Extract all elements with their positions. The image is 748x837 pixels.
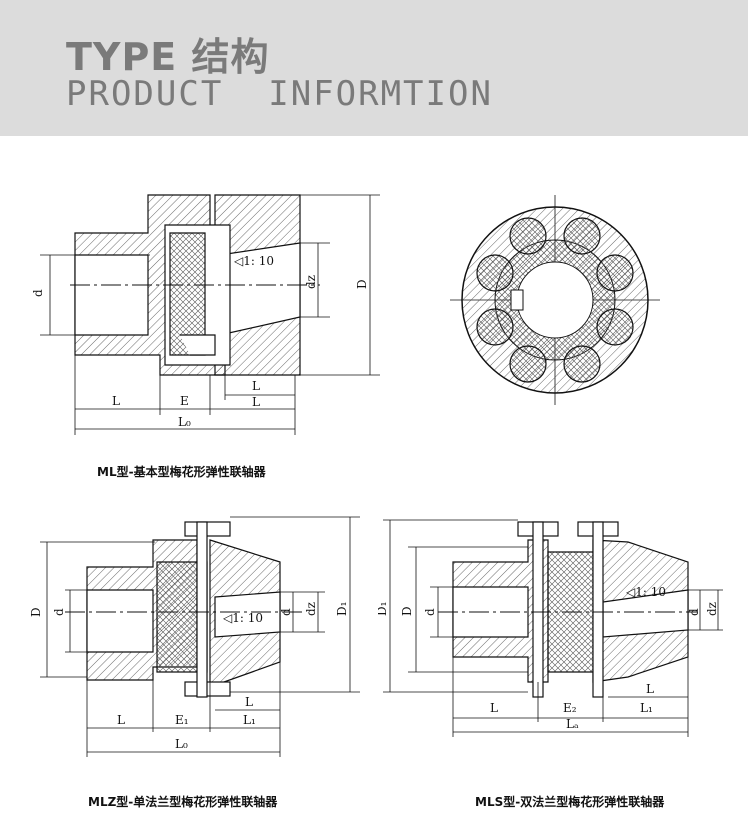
ml-caption: ML型-基本型梅花形弹性联轴器 xyxy=(97,465,266,479)
mls-caption: MLS型-双法兰型梅花形弹性联轴器 xyxy=(475,795,665,809)
mlz-label-D1: D₁ xyxy=(335,602,349,616)
header-banner: TYPE 结构 PRODUCT INFORMTION xyxy=(0,0,748,136)
ml-label-dz: dz xyxy=(304,275,318,289)
ml-label-L-left: L xyxy=(112,394,120,408)
mlz-label-taper: ◁1: 10 xyxy=(222,611,263,625)
mlz-label-d-right: d xyxy=(279,608,293,616)
mlz-caption: MLZ型-单法兰型梅花形弹性联轴器 xyxy=(88,795,278,809)
ml-label-taper: ◁1: 10 xyxy=(233,254,274,268)
mls-label-L-right: L xyxy=(646,682,654,696)
mls-label-D1: D₁ xyxy=(378,602,389,616)
mls-label-La: Lₐ xyxy=(566,717,579,731)
mls-label-L1: L₁ xyxy=(640,701,653,715)
mls-coupling-diagram: D₁ D d d dz ◁1: 10 L E₂ L₁ L Lₐ xyxy=(378,519,723,737)
mlz-label-L-top: L xyxy=(245,695,253,709)
page-subtitle: PRODUCT INFORMTION xyxy=(66,74,493,114)
mls-label-d: d xyxy=(423,608,437,616)
mls-label-E2: E₂ xyxy=(563,701,577,715)
mlz-label-d: d xyxy=(52,608,66,616)
ml-end-view-diagram xyxy=(450,195,660,405)
ml-label-E: E xyxy=(180,394,189,408)
mlz-label-dz: dz xyxy=(304,602,318,616)
mlz-label-D: D xyxy=(29,607,43,617)
mlz-label-L-left: L xyxy=(117,713,125,727)
ml-label-L-right: L xyxy=(252,395,260,409)
mls-label-taper: ◁1: 10 xyxy=(625,585,666,599)
mlz-label-L1: L₁ xyxy=(243,713,256,727)
mls-label-D: D xyxy=(400,606,414,616)
mls-label-d-right: d xyxy=(687,608,701,616)
ml-label-D: D xyxy=(355,279,369,289)
mlz-coupling-diagram: D d d dz D₁ ◁1: 10 L E₁ L L₁ L₀ xyxy=(29,516,360,757)
mls-label-L: L xyxy=(490,701,498,715)
ml-label-L-top: L xyxy=(252,379,260,393)
page-title: TYPE 结构 xyxy=(66,35,270,79)
mls-label-dz: dz xyxy=(705,602,719,616)
ml-coupling-diagram: d dz D ◁1: 10 L E L L L₀ xyxy=(31,194,380,435)
ml-label-L0: L₀ xyxy=(178,415,191,429)
ml-label-d: d xyxy=(31,289,45,297)
mlz-label-L0: L₀ xyxy=(175,737,188,751)
mlz-label-E1: E₁ xyxy=(175,713,189,727)
